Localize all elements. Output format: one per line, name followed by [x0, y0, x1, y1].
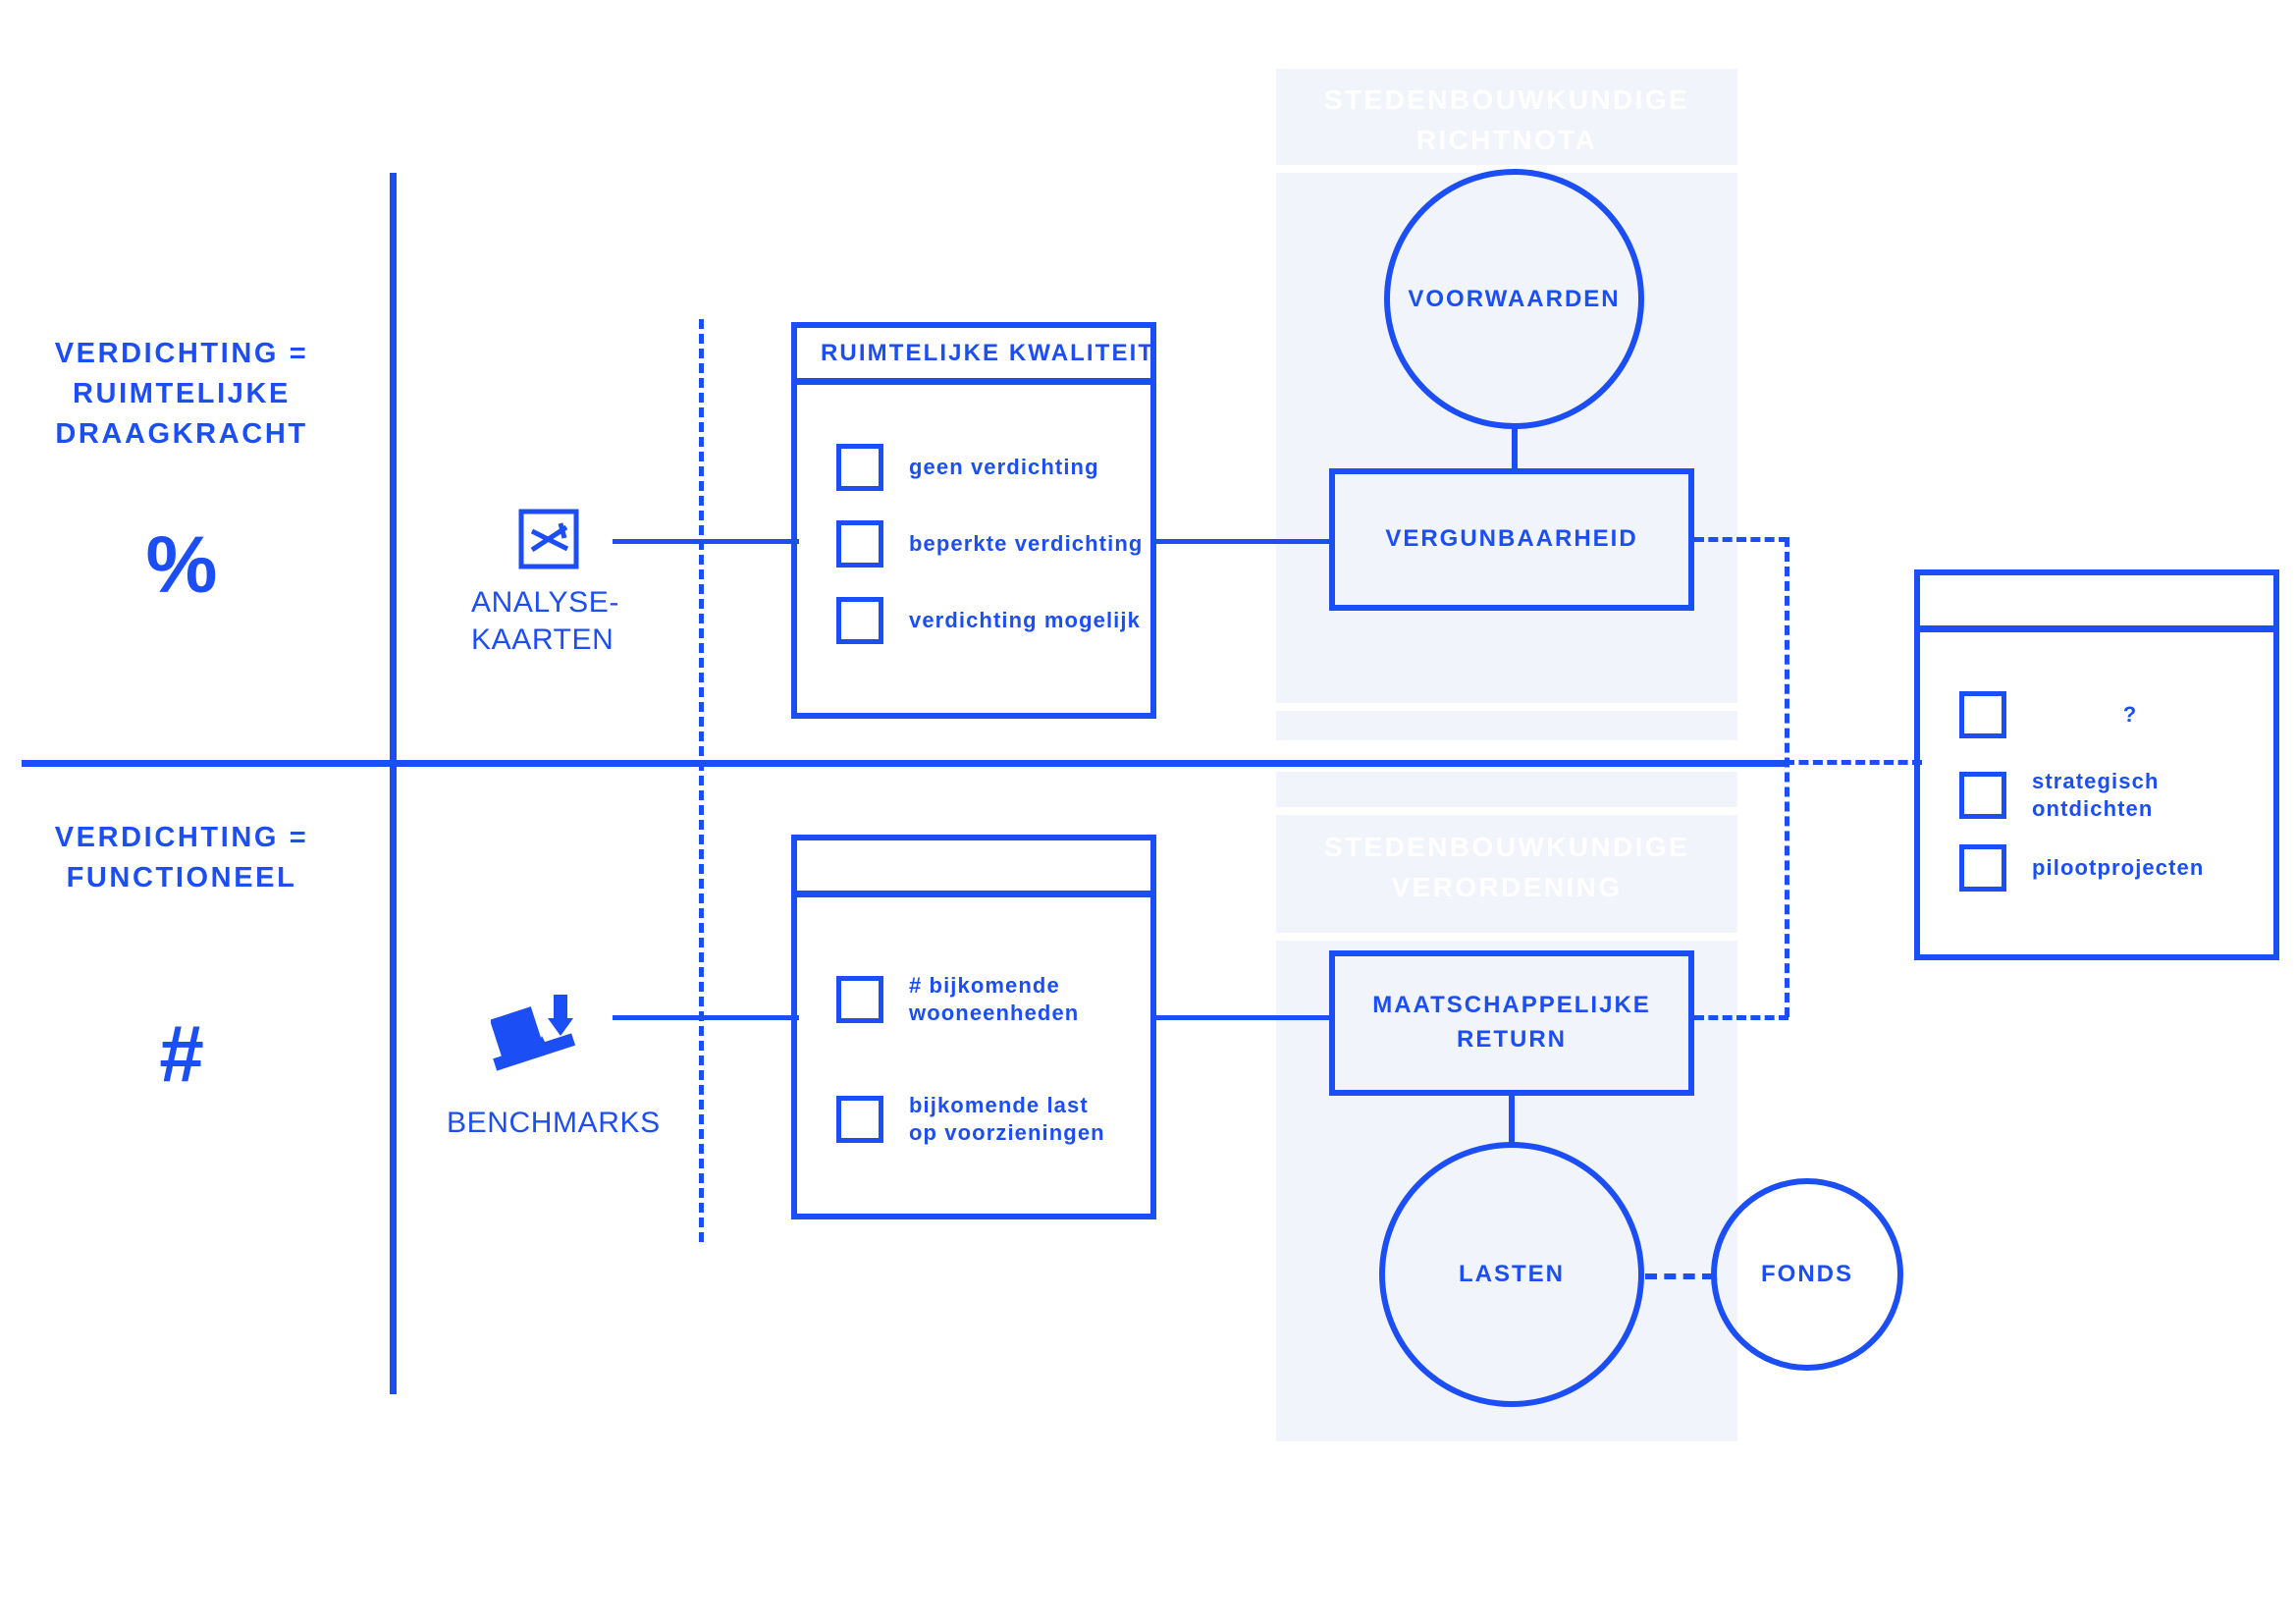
checkbox-label: verdichting mogelijk: [909, 607, 1141, 632]
band-segment-4: [1276, 772, 1737, 807]
panel-functional-header: [797, 840, 1150, 897]
dashed-connector-vergunbaarheid-right: [1694, 537, 1789, 542]
band-title-richtnota: STEDENBOUWKUNDIGE RICHTNOTA: [1323, 84, 1690, 155]
checkbox-label: bijkomende last op voorzieningen: [909, 1093, 1105, 1146]
connector-panel2-to-return: [1154, 1015, 1331, 1020]
checkbox-row[interactable]: pilootprojecten: [1959, 844, 2204, 892]
checkbox-row[interactable]: beperkte verdichting: [836, 520, 1143, 568]
checkbox-beperkte-verdichting[interactable]: [836, 520, 883, 568]
node-vergunbaarheid[interactable]: VERGUNBAARHEID: [1329, 468, 1694, 611]
checkbox-geen-verdichting[interactable]: [836, 444, 883, 491]
dashed-connector-trunk: [1785, 537, 1789, 1017]
band-segment-1: [1276, 69, 1737, 165]
checkbox-row[interactable]: ?: [1959, 691, 2254, 738]
checkbox-row[interactable]: geen verdichting: [836, 444, 1099, 491]
connector-panel1-to-vergunbaarheid: [1154, 539, 1331, 544]
vertical-axis-line: [390, 173, 397, 1394]
dashed-connector-return-right: [1694, 1015, 1789, 1020]
horizontal-divider-line: [22, 760, 1789, 767]
checkbox-bijkomende-wooneenheden[interactable]: [836, 976, 883, 1024]
source-benchmarks-label: BENCHMARKS: [447, 1107, 661, 1139]
checkbox-unknown[interactable]: [1959, 691, 2006, 738]
checkbox-bijkomende-last[interactable]: [836, 1096, 883, 1144]
connector-return-to-lasten: [1509, 1094, 1515, 1145]
checkbox-row[interactable]: verdichting mogelijk: [836, 597, 1141, 644]
connector-voorwaarden-to-vergunbaarheid: [1512, 425, 1518, 469]
connector-benchmarks-to-panel: [613, 1015, 799, 1020]
panel-spatial-quality-header: RUIMTELIJKE KWALITEIT: [797, 328, 1152, 385]
panel-outcomes[interactable]: ? strategisch ontdichten pilootprojecten: [1914, 569, 2279, 960]
seesaw-balance-icon: [489, 995, 576, 1071]
map-analysis-icon: [518, 509, 579, 574]
checkbox-label: beperkte verdichting: [909, 530, 1144, 556]
source-benchmarks[interactable]: [489, 995, 585, 1080]
source-analyse-kaarten[interactable]: [518, 509, 579, 574]
checkbox-strategisch-ontdichten[interactable]: [1959, 772, 2006, 820]
checkbox-row[interactable]: strategisch ontdichten: [1959, 768, 2273, 823]
node-fonds-label: FONDS: [1761, 1261, 1853, 1287]
checkbox-verdichting-mogelijk[interactable]: [836, 597, 883, 644]
checkbox-label: ?: [2122, 701, 2138, 727]
dashed-separator-line: [699, 319, 704, 1242]
connector-lasten-to-fonds: [1645, 1273, 1714, 1279]
checkbox-label: # bijkomende wooneenheden: [909, 973, 1080, 1026]
band-segment-3: [1276, 711, 1737, 740]
node-maatschappelijke-return-label: MAATSCHAPPELIJKE RETURN: [1372, 992, 1651, 1053]
panel-outcomes-header: [1920, 575, 2273, 632]
checkbox-pilootprojecten[interactable]: [1959, 844, 2006, 892]
percent-symbol: %: [145, 520, 218, 610]
source-analyse-kaarten-label: ANALYSE- KAARTEN: [471, 586, 619, 657]
panel-spatial-quality[interactable]: RUIMTELIJKE KWALITEIT geen verdichting b…: [791, 322, 1156, 719]
checkbox-label: geen verdichting: [909, 454, 1099, 479]
checkbox-label: strategisch ontdichten: [2032, 769, 2160, 822]
node-lasten[interactable]: LASTEN: [1379, 1142, 1644, 1407]
panel-functional[interactable]: # bijkomende wooneenheden bijkomende las…: [791, 835, 1156, 1219]
section-title-top: VERDICHTING = RUIMTELIJKE DRAAGKRACHT: [54, 338, 309, 451]
band-title-verordening: STEDENBOUWKUNDIGE VERORDENING: [1323, 832, 1690, 902]
node-fonds[interactable]: FONDS: [1711, 1178, 1903, 1371]
band-segment-5: [1276, 815, 1737, 933]
checkbox-row[interactable]: # bijkomende wooneenheden: [836, 972, 1079, 1027]
hash-symbol: #: [159, 1009, 204, 1099]
checkbox-row[interactable]: bijkomende last op voorzieningen: [836, 1092, 1105, 1147]
section-title-bottom: VERDICHTING = FUNCTIONEEL: [54, 822, 309, 894]
node-voorwaarden[interactable]: VOORWAARDEN: [1384, 169, 1644, 429]
node-voorwaarden-label: VOORWAARDEN: [1408, 285, 1621, 312]
panel-spatial-quality-title: RUIMTELIJKE KWALITEIT: [821, 339, 1155, 366]
node-vergunbaarheid-label: VERGUNBAARHEID: [1385, 525, 1638, 553]
connector-analyse-to-panel: [613, 539, 799, 544]
node-maatschappelijke-return[interactable]: MAATSCHAPPELIJKE RETURN: [1329, 950, 1694, 1096]
node-lasten-label: LASTEN: [1459, 1261, 1565, 1287]
dashed-connector-to-outcomes: [1785, 760, 1922, 765]
checkbox-label: pilootprojecten: [2032, 854, 2205, 880]
